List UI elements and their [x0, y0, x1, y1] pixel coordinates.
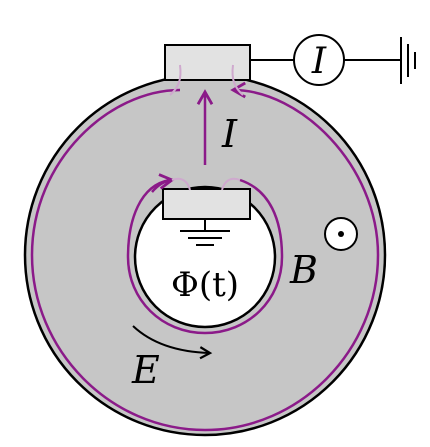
- inner-loop-arrow: [151, 173, 175, 193]
- current-spread-lines: [169, 64, 244, 96]
- ground-icon: [180, 219, 230, 246]
- current-label: I: [221, 112, 238, 156]
- inner-current-loop: [126, 178, 284, 335]
- inner-hole: [133, 185, 277, 329]
- ground-icon: [400, 37, 416, 84]
- electric-field-arrow: [132, 325, 213, 360]
- dot-in-circle-icon: [324, 217, 358, 251]
- electric-field-label: E: [131, 348, 160, 392]
- inner-electrode: [162, 188, 251, 220]
- meter-symbol: I: [311, 41, 327, 82]
- outer-current-loop: [30, 81, 380, 432]
- magnetic-field-label: B: [289, 248, 318, 292]
- inner-spread-lines: [171, 177, 241, 191]
- top-electrode: [164, 44, 251, 81]
- flux-label: Φ(t): [171, 265, 239, 305]
